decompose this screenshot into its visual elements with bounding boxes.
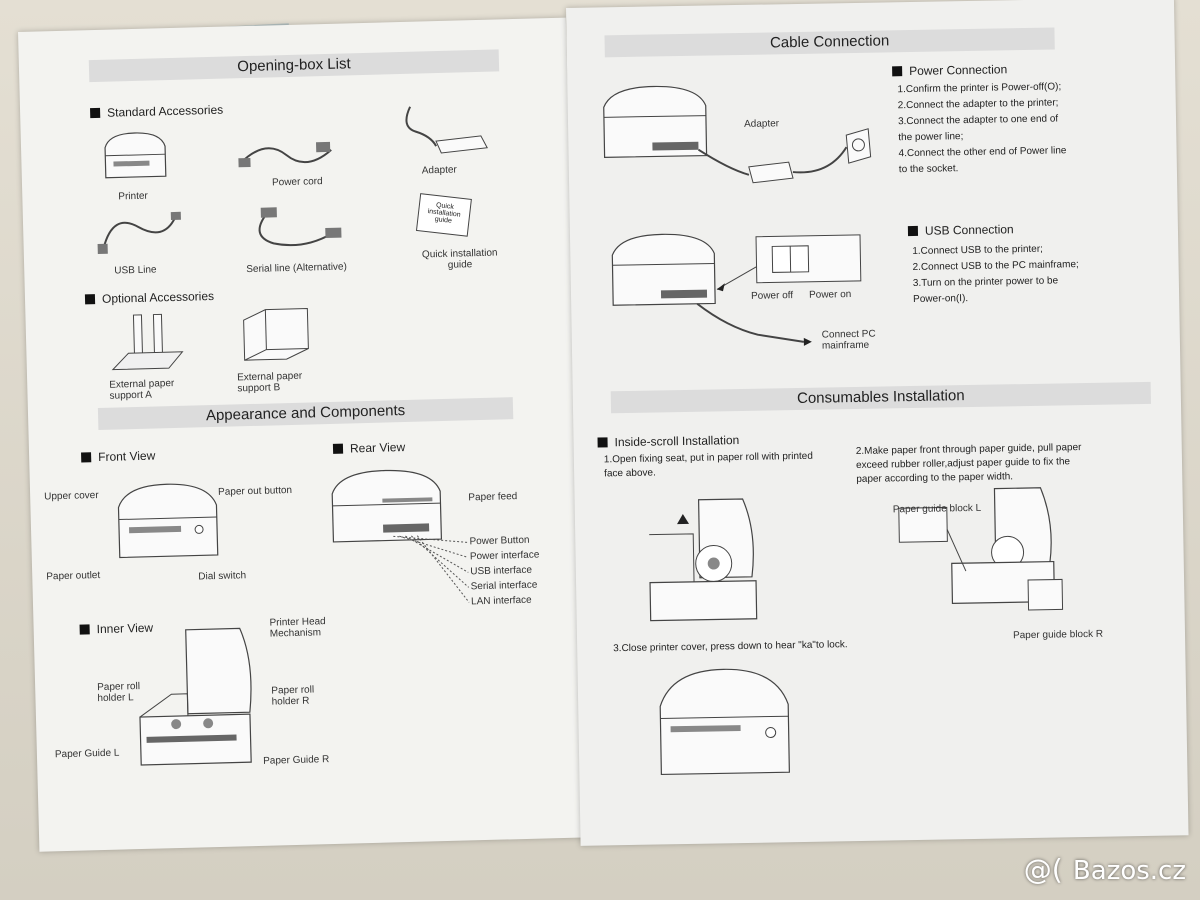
support-a-illustration (107, 310, 189, 376)
upper-cover-label: Upper cover (44, 490, 99, 503)
standard-accessories-heading: Standard Accessories (90, 103, 223, 120)
inside-scroll-heading: Inside-scroll Installation (597, 433, 739, 449)
power-connection-diagram (597, 76, 889, 201)
serial-line-label: Serial line (Alternative) (246, 261, 348, 276)
right-page: Cable Connection Adapter Power Connectio… (566, 0, 1189, 846)
printer-illustration (99, 126, 173, 188)
support-b-illustration (235, 302, 317, 368)
adapter-label: Adapter (421, 164, 457, 177)
usb-connection-heading: USB Connection (908, 222, 1014, 238)
power-cord-illustration (238, 141, 337, 168)
paper-guide-l-label: Paper Guide L (54, 747, 120, 761)
opening-box-title: Opening-box List (88, 49, 500, 83)
printer-label: Printer (118, 190, 148, 203)
quick-guide-label: Quick installation guide (421, 247, 498, 271)
power-cord-label: Power cord (271, 176, 323, 189)
step3-text: 3.Close printer cover, press down to hea… (613, 639, 848, 655)
rear-view-printer (325, 461, 447, 554)
power-off-label: Power off (750, 290, 794, 302)
left-page: Opening-box List Standard Accessories Pr… (18, 17, 588, 852)
rear-view-heading: Rear View (333, 440, 405, 456)
front-view-heading: Front View (81, 449, 155, 465)
adapter-diagram-label: Adapter (743, 118, 780, 130)
consumables-title: Consumables Installation (610, 381, 1151, 414)
printer-head-label: Printer Head Mechanism (269, 616, 326, 640)
paper-out-button-label: Paper out button (217, 484, 293, 498)
support-a-label: External paper support A (109, 378, 175, 402)
guide-block-r-label: Paper guide block R (1012, 628, 1104, 642)
power-on-label: Power on (808, 289, 852, 301)
step2-text: 2.Make paper front through paper guide, … (855, 442, 1082, 486)
paper-guide-r-label: Paper Guide R (263, 754, 330, 767)
inner-view-printer (130, 622, 264, 775)
roll-holder-l-label: Paper roll holder L (97, 681, 141, 705)
usb-line-label: USB Line (114, 264, 157, 277)
usb-connection-steps: 1.Connect USB to the printer; 2.Connect … (912, 243, 1079, 305)
step3-illustration (653, 660, 795, 782)
step1-illustration (643, 493, 765, 627)
usb-connection-diagram (606, 225, 868, 346)
adapter-illustration (400, 100, 492, 162)
support-b-label: External paper support B (236, 370, 303, 395)
serial-line-illustration (253, 207, 342, 256)
paper-feed-label: Paper feed (468, 491, 518, 504)
quick-guide-booklet: Quick installation guide (415, 193, 472, 237)
guide-block-l-label: Paper guide block L (892, 502, 982, 516)
appearance-title: Appearance and Components (97, 397, 514, 431)
power-connection-heading: Power Connection (892, 62, 1007, 78)
dial-switch-label: Dial switch (198, 570, 247, 583)
lan-interface-label: LAN interface (470, 594, 532, 608)
bazos-watermark-text: Bazos.cz (1072, 856, 1186, 886)
usb-line-illustration (97, 211, 181, 254)
step1-text: 1.Open fixing seat, put in paper roll wi… (603, 450, 813, 480)
usb-interface-label: USB interface (470, 564, 533, 578)
power-button-label: Power Button (469, 534, 530, 548)
connect-pc-label: Connect PC mainframe (821, 328, 876, 352)
paper-outlet-label: Paper outlet (46, 570, 101, 583)
cable-connection-title: Cable Connection (604, 27, 1055, 58)
front-view-printer (112, 475, 224, 568)
power-interface-label: Power interface (469, 549, 540, 563)
bazos-logo: @( (1023, 853, 1063, 886)
step2-illustration (894, 483, 1066, 616)
optional-accessories-heading: Optional Accessories (85, 289, 214, 306)
power-connection-steps: 1.Confirm the printer is Power-off(O); 2… (897, 81, 1067, 176)
serial-interface-label: Serial interface (470, 579, 538, 593)
roll-holder-r-label: Paper roll holder R (271, 684, 315, 708)
rear-leader-lines (387, 532, 471, 606)
bazos-watermark: @( Bazos.cz (1024, 853, 1186, 886)
